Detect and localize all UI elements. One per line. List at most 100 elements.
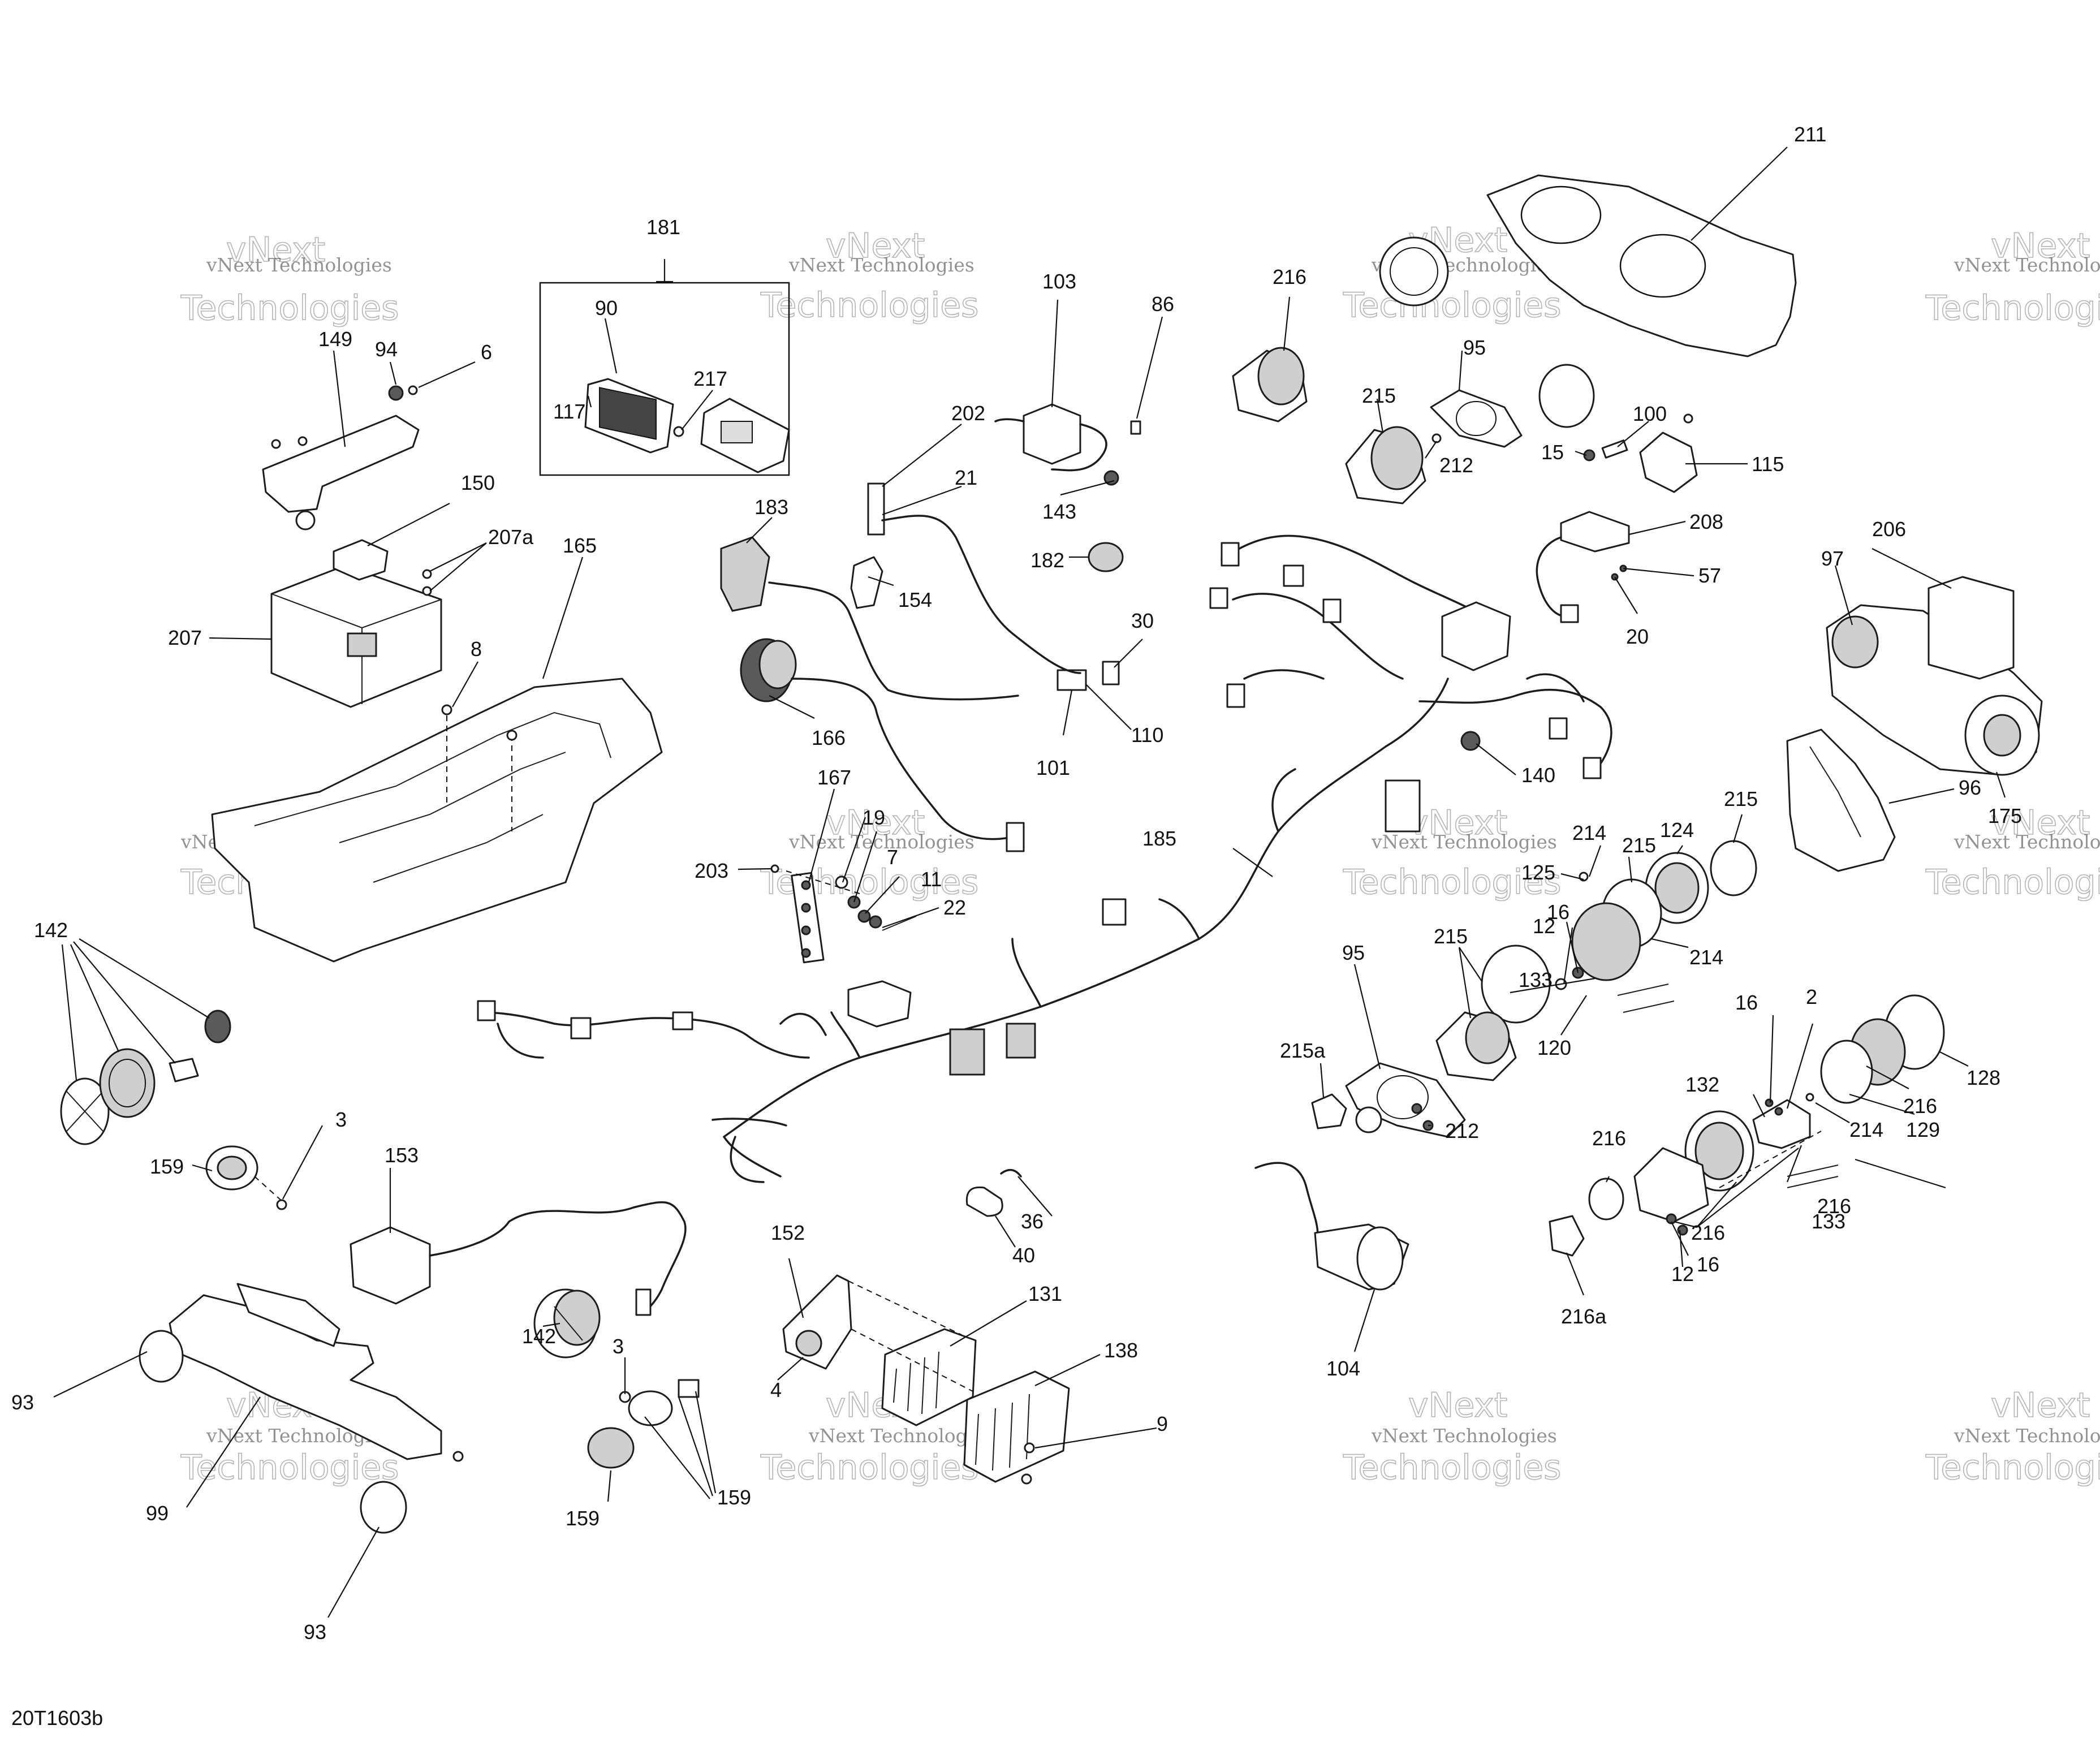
label-202: 202 bbox=[951, 402, 985, 425]
label-16-c: 16 bbox=[1697, 1253, 1719, 1276]
label-101: 101 bbox=[1036, 756, 1070, 779]
svg-text:vNext Technologies: vNext Technologies bbox=[808, 1425, 994, 1447]
label-166: 166 bbox=[812, 726, 846, 749]
label-152: 152 bbox=[771, 1221, 805, 1244]
label-138: 138 bbox=[1104, 1339, 1138, 1362]
headlight-mid-assembly bbox=[1311, 840, 1757, 1138]
svg-text:Technologies: Technologies bbox=[760, 1448, 978, 1487]
label-115: 115 bbox=[1752, 452, 1784, 476]
nut-143 bbox=[1103, 470, 1119, 486]
label-125: 125 bbox=[1521, 861, 1555, 884]
ring-215-right bbox=[1710, 840, 1757, 896]
label-93-b: 93 bbox=[304, 1620, 326, 1644]
svg-text:vNext Technologies: vNext Technologies bbox=[788, 831, 974, 853]
relay-block bbox=[1385, 779, 1421, 833]
switch-183 bbox=[720, 536, 770, 612]
svg-text:vNext Technologies: vNext Technologies bbox=[1371, 1425, 1557, 1447]
label-16-a: 16 bbox=[1547, 900, 1569, 924]
label-182: 182 bbox=[1030, 549, 1064, 572]
screw-6 bbox=[408, 385, 418, 395]
part-90-panel bbox=[584, 378, 674, 454]
svg-text:Technologies: Technologies bbox=[1925, 288, 2100, 328]
svg-text:vNext: vNext bbox=[1991, 1386, 2090, 1425]
svg-text:Technologies: Technologies bbox=[1925, 862, 2100, 902]
label-215-d: 215 bbox=[1434, 925, 1468, 948]
svg-text:Technologies: Technologies bbox=[1343, 862, 1561, 902]
label-104: 104 bbox=[1326, 1357, 1360, 1380]
winch-assembly bbox=[1826, 576, 2043, 776]
label-22: 22 bbox=[943, 896, 966, 919]
plate-152 bbox=[782, 1274, 852, 1370]
bracket-167 bbox=[770, 864, 917, 964]
fusebox bbox=[847, 980, 912, 1028]
label-40: 40 bbox=[1012, 1244, 1035, 1267]
label-150: 150 bbox=[461, 471, 495, 494]
label-208: 208 bbox=[1689, 510, 1723, 533]
label-211: 211 bbox=[1794, 123, 1826, 146]
label-12-a: 12 bbox=[1533, 915, 1555, 938]
svg-text:Technologies: Technologies bbox=[1925, 1448, 2100, 1487]
label-206: 206 bbox=[1872, 517, 1906, 541]
svg-text:vNext: vNext bbox=[1408, 1386, 1507, 1425]
svg-text:vNext: vNext bbox=[826, 226, 925, 266]
svg-text:vNext: vNext bbox=[1991, 803, 2090, 843]
svg-text:Technologies: Technologies bbox=[760, 286, 978, 325]
headlight-216-lower bbox=[1633, 1147, 1709, 1223]
label-216a: 216a bbox=[1561, 1305, 1607, 1328]
tail-light-153 bbox=[350, 1201, 687, 1316]
battery-assembly bbox=[262, 385, 442, 708]
bracket-115 bbox=[1583, 413, 1698, 493]
label-167: 167 bbox=[817, 766, 851, 789]
label-142-a: 142 bbox=[34, 918, 68, 942]
label-95-top: 95 bbox=[1463, 336, 1486, 359]
diagram-reference-code: 20T1603b bbox=[11, 1706, 103, 1730]
label-133-b: 133 bbox=[1812, 1210, 1845, 1233]
bracket-99 bbox=[139, 1283, 464, 1534]
washer bbox=[295, 510, 316, 531]
label-30: 30 bbox=[1131, 609, 1154, 632]
label-142-b: 142 bbox=[522, 1325, 556, 1348]
ring-129 bbox=[1820, 1040, 1873, 1104]
label-95-mid: 95 bbox=[1342, 941, 1365, 964]
label-181: 181 bbox=[646, 215, 680, 239]
label-103: 103 bbox=[1042, 270, 1076, 293]
bulb-216a bbox=[1549, 1215, 1585, 1257]
bracket-96 bbox=[1786, 728, 1896, 872]
label-2: 2 bbox=[1806, 985, 1817, 1008]
label-21: 21 bbox=[955, 466, 977, 489]
winch-mount-206 bbox=[1927, 576, 2015, 680]
label-183: 183 bbox=[754, 495, 788, 519]
watermark-1: vNext vNext Technologies Technologies bbox=[180, 230, 399, 329]
label-132: 132 bbox=[1685, 1073, 1719, 1096]
part-labels: 181 90 217 117 149 94 6 150 207a 207 165… bbox=[11, 123, 2022, 1644]
svg-text:Technologies: Technologies bbox=[1343, 286, 1561, 325]
sensor-208 bbox=[1536, 511, 1630, 623]
label-185: 185 bbox=[1142, 827, 1176, 850]
watermark-8: vNext vNext Technologies Technologies bbox=[1925, 803, 2100, 903]
label-131: 131 bbox=[1028, 1282, 1062, 1305]
label-165: 165 bbox=[563, 534, 597, 557]
switch-assembly bbox=[720, 403, 1141, 852]
label-215-top: 215 bbox=[1362, 384, 1396, 407]
label-94: 94 bbox=[375, 338, 398, 361]
battery-cap-150 bbox=[333, 539, 389, 581]
label-96: 96 bbox=[1959, 776, 1981, 799]
lamp-104 bbox=[1254, 1162, 1409, 1291]
label-124: 124 bbox=[1660, 818, 1694, 842]
cap-93-bottom bbox=[360, 1481, 407, 1534]
svg-text:vNext Technologies: vNext Technologies bbox=[1371, 831, 1557, 853]
label-93-a: 93 bbox=[11, 1391, 34, 1414]
label-153: 153 bbox=[385, 1144, 419, 1167]
label-143: 143 bbox=[1042, 500, 1076, 523]
svg-text:vNext: vNext bbox=[1408, 803, 1507, 843]
label-3-a: 3 bbox=[335, 1108, 347, 1131]
label-133-a: 133 bbox=[1519, 968, 1553, 991]
svg-text:vNext Technologies: vNext Technologies bbox=[1954, 1425, 2100, 1447]
clip-86 bbox=[1130, 420, 1141, 435]
svg-text:Technologies: Technologies bbox=[180, 288, 399, 328]
sensor-182 bbox=[1088, 542, 1124, 572]
label-4: 4 bbox=[770, 1378, 782, 1401]
label-215-c: 215 bbox=[1724, 787, 1758, 810]
regulator-138 bbox=[963, 1370, 1070, 1483]
